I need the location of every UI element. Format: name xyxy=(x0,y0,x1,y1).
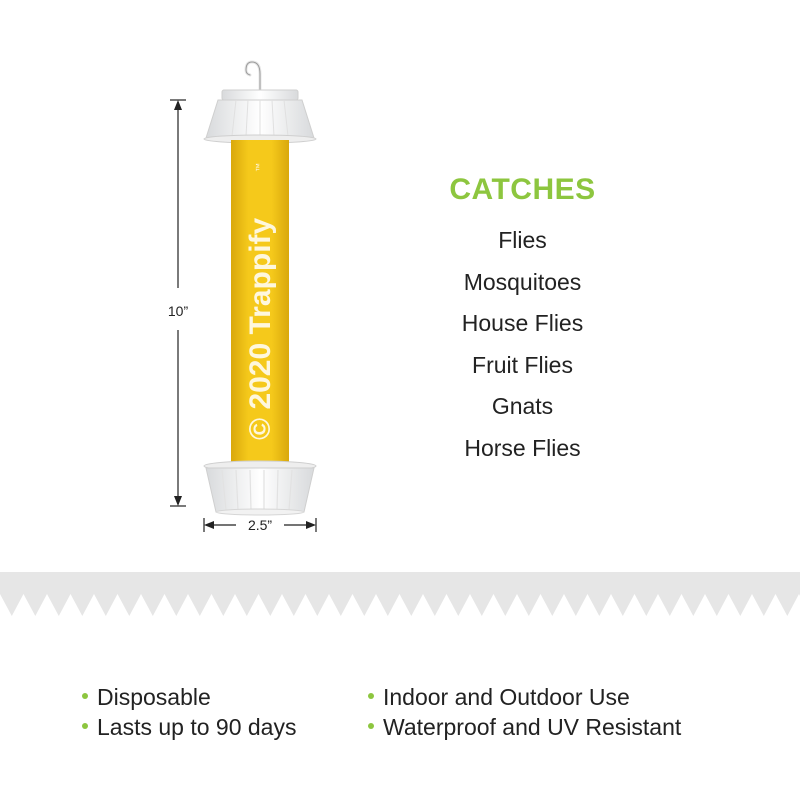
catches-section: CATCHES Flies Mosquitoes House Flies Fru… xyxy=(400,170,645,469)
bullet-icon xyxy=(368,722,374,729)
trap-illustration: © 2020 Trappify ™ 10” xyxy=(168,60,317,533)
feature-item: Waterproof and UV Resistant xyxy=(368,712,681,742)
catches-item: Flies xyxy=(498,227,547,253)
width-label: 2.5” xyxy=(248,517,272,533)
features-right: Indoor and Outdoor Use Waterproof and UV… xyxy=(368,682,681,742)
height-label: 10” xyxy=(168,303,189,319)
zigzag-divider xyxy=(0,572,800,616)
bullet-icon xyxy=(368,692,374,699)
catches-list: Flies Mosquitoes House Flies Fruit Flies… xyxy=(400,220,645,469)
catches-title: CATCHES xyxy=(449,173,596,206)
catches-item: Fruit Flies xyxy=(472,351,573,378)
trademark-mark: ™ xyxy=(254,163,264,172)
catches-item: Gnats xyxy=(491,393,554,419)
feature-item: Indoor and Outdoor Use xyxy=(368,682,681,712)
feature-item: Lasts up to 90 days xyxy=(82,712,296,742)
catches-item: House Flies xyxy=(461,310,584,336)
width-dimension: 2.5” xyxy=(203,517,317,533)
catches-item: Horse Flies xyxy=(464,434,581,461)
zigzag-edge xyxy=(0,572,800,616)
feature-item: Disposable xyxy=(82,682,296,712)
bullet-icon xyxy=(82,692,88,699)
features-section: Disposable Lasts up to 90 days Indoor an… xyxy=(0,682,800,762)
tube-brand-text: © 2020 Trappify xyxy=(244,217,277,440)
sticky-tube: © 2020 Trappify ™ xyxy=(231,140,289,466)
top-cap xyxy=(203,89,317,144)
features-left: Disposable Lasts up to 90 days xyxy=(82,682,296,742)
hook-icon xyxy=(244,60,262,94)
bottom-cup xyxy=(203,460,317,516)
bullet-icon xyxy=(82,722,88,729)
catches-item: Mosquitoes xyxy=(463,268,582,295)
height-dimension: 10” xyxy=(168,99,189,507)
